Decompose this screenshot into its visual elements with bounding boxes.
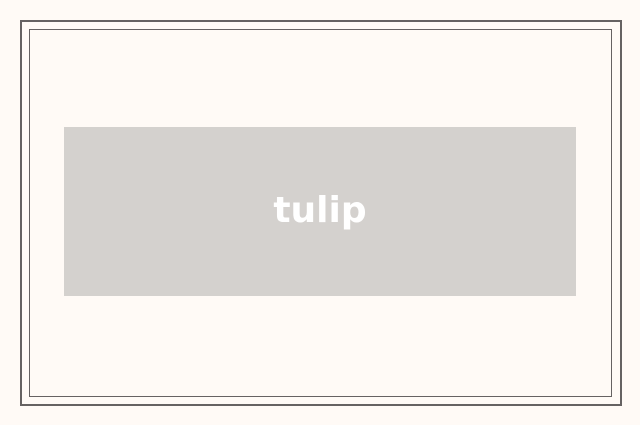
outer-frame bbox=[20, 20, 622, 406]
placeholder-label: tulip bbox=[273, 190, 367, 231]
image-placeholder: tulip bbox=[64, 127, 576, 296]
inner-frame bbox=[29, 29, 612, 397]
